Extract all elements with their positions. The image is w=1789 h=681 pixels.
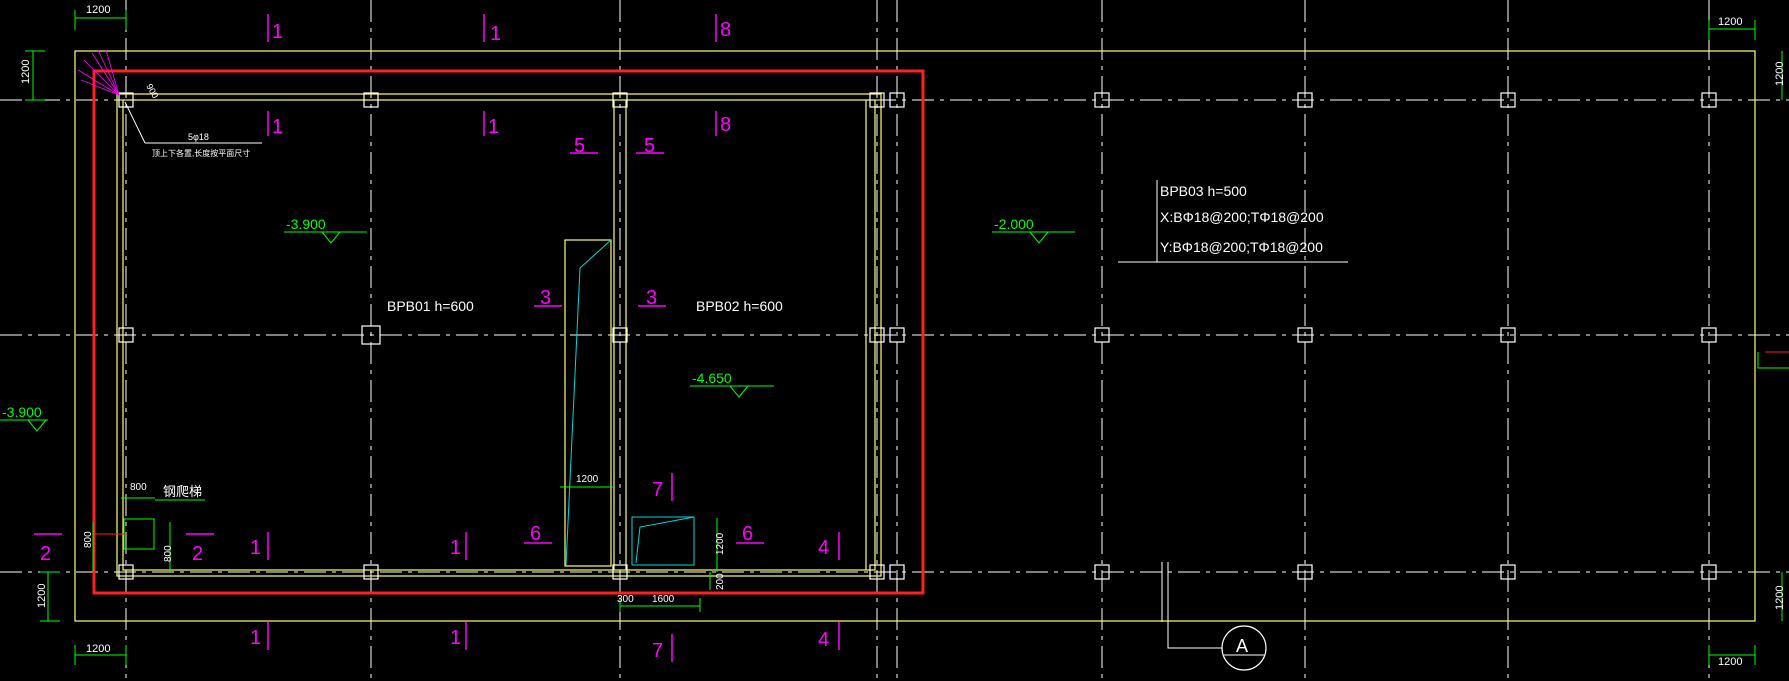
section-6-b: 6: [742, 523, 753, 545]
dim-pit1-width: 1200: [576, 474, 599, 485]
slab-bpb03-title: BPB03 h=500: [1160, 183, 1247, 199]
dim-right-bottom: 1200: [1774, 586, 1786, 610]
slab-bpb02-label: BPB02 h=600: [696, 298, 783, 314]
dim-pit1-h: 800: [130, 482, 147, 493]
dim-bottom-right: 1200: [1718, 656, 1742, 668]
section-8-a: 8: [720, 19, 731, 41]
sump-pit: [565, 239, 695, 566]
slab-bpb03-y: Y:BΦ18@200;TΦ18@200: [1160, 239, 1323, 255]
section-ticks: [34, 14, 840, 662]
level-marks: [0, 231, 1075, 432]
section-5-b: 5: [644, 135, 655, 157]
dim-top-right: 1200: [1718, 16, 1742, 28]
slab-outline: [74, 50, 1756, 622]
section-8-b: 8: [720, 114, 731, 136]
section-1-h: 1: [450, 627, 461, 649]
section-7-b: 7: [652, 640, 663, 662]
dim-pit2-off: 300: [617, 594, 634, 605]
axis-bubble-label: A: [1236, 636, 1248, 656]
edge-marker-2: [1757, 352, 1789, 369]
dimension-texts: 1200 1200 1200 1200 1200 1200 1200 1200 …: [20, 4, 1786, 668]
level-bpb01: -3.900: [286, 216, 326, 232]
slab-bpb03-x: X:BΦ18@200;TΦ18@200: [1160, 209, 1324, 225]
axis-bubble-a[interactable]: A: [1161, 562, 1267, 671]
dim-pit1-v2: 800: [163, 545, 174, 562]
slab-labels: BPB01 h=600 BPB02 h=600 BPB03 h=500 X:BΦ…: [387, 183, 1324, 314]
dim-pit2-v: 200: [715, 573, 726, 590]
bpb03-leader: [1118, 180, 1348, 263]
section-7-a: 7: [652, 479, 663, 501]
level-texts: -3.900 -2.000 -4.650 -3.900: [2, 216, 1034, 420]
section-2-b: 2: [192, 543, 203, 565]
section-1-b: 1: [490, 23, 501, 45]
section-1-g: 1: [250, 627, 261, 649]
ladder-label: 钢爬梯: [163, 484, 202, 499]
rebar-note-text: 顶上下各置,长度按平面尺寸: [152, 148, 250, 158]
dim-pit2-w: 1600: [652, 594, 675, 605]
level-left: -3.900: [2, 404, 42, 420]
section-labels: 1 1 8 1 1 8 5 5 3 3 1 1 4 1 1 4 7 7 6 6 …: [40, 19, 829, 662]
dim-pit2-h: 1200: [715, 532, 726, 555]
section-1-e: 1: [250, 537, 261, 559]
level-bpb03: -2.000: [994, 216, 1034, 232]
section-1-f: 1: [450, 537, 461, 559]
dim-bottom-left: 1200: [86, 643, 110, 655]
dimension-lines: [25, 10, 1783, 665]
column-markers: [118, 92, 1717, 580]
section-1-d: 1: [488, 116, 499, 138]
section-4-a: 4: [818, 537, 829, 559]
selection-highlight[interactable]: [92, 69, 925, 595]
dim-pit1-v1: 800: [83, 531, 94, 548]
slab-bpb01-label: BPB01 h=600: [387, 298, 474, 314]
section-2-a: 2: [40, 543, 51, 565]
dim-top-left: 1200: [86, 4, 110, 16]
rebar-fan: [77, 49, 120, 96]
dim-left-top: 1200: [20, 60, 32, 84]
section-4-b: 4: [818, 629, 829, 651]
rebar-leader: [124, 101, 262, 144]
section-1-c: 1: [272, 116, 283, 138]
ladder-pit: [95, 499, 205, 550]
section-5-a: 5: [574, 135, 585, 157]
level-bpb02: -4.650: [692, 370, 732, 386]
section-3-b: 3: [646, 287, 657, 309]
rebar-note-bar: 5φ18: [188, 132, 209, 142]
section-3-a: 3: [540, 287, 551, 309]
dim-right-top: 1200: [1774, 62, 1786, 86]
section-6-a: 6: [530, 523, 541, 545]
dim-left-bottom: 1200: [36, 584, 48, 608]
section-1-a: 1: [272, 21, 283, 43]
